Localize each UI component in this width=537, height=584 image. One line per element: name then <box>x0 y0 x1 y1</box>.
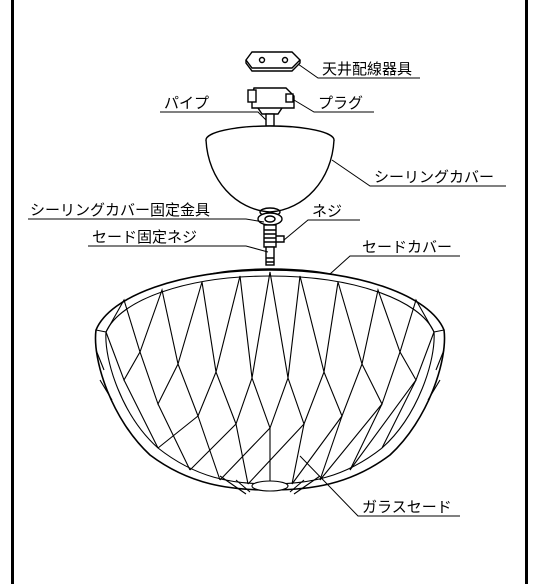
label-shade-fixing-screw: セード固定ネジ <box>92 228 197 246</box>
leader-lines <box>28 63 506 517</box>
shade-stem <box>265 246 275 266</box>
left-border <box>11 0 14 584</box>
glass-shade <box>94 269 446 495</box>
ceiling-cover <box>205 125 335 217</box>
label-plug: プラグ <box>318 94 363 112</box>
label-screw: ネジ <box>312 202 342 220</box>
fixing-bracket <box>257 212 285 248</box>
plug <box>247 87 295 115</box>
pipe <box>265 113 275 127</box>
label-ceiling-cover: シーリングカバー <box>374 168 494 186</box>
label-cover-fixing-bracket: シーリングカバー固定金具 <box>30 201 210 219</box>
label-glass-shade: ガラスセード <box>362 498 452 516</box>
ceiling-wiring-device <box>245 51 301 72</box>
label-ceiling-wiring: 天井配線器具 <box>322 60 412 78</box>
label-shade-cover: セードカバー <box>362 238 452 256</box>
label-pipe: パイプ <box>164 94 209 112</box>
right-border <box>525 0 528 584</box>
